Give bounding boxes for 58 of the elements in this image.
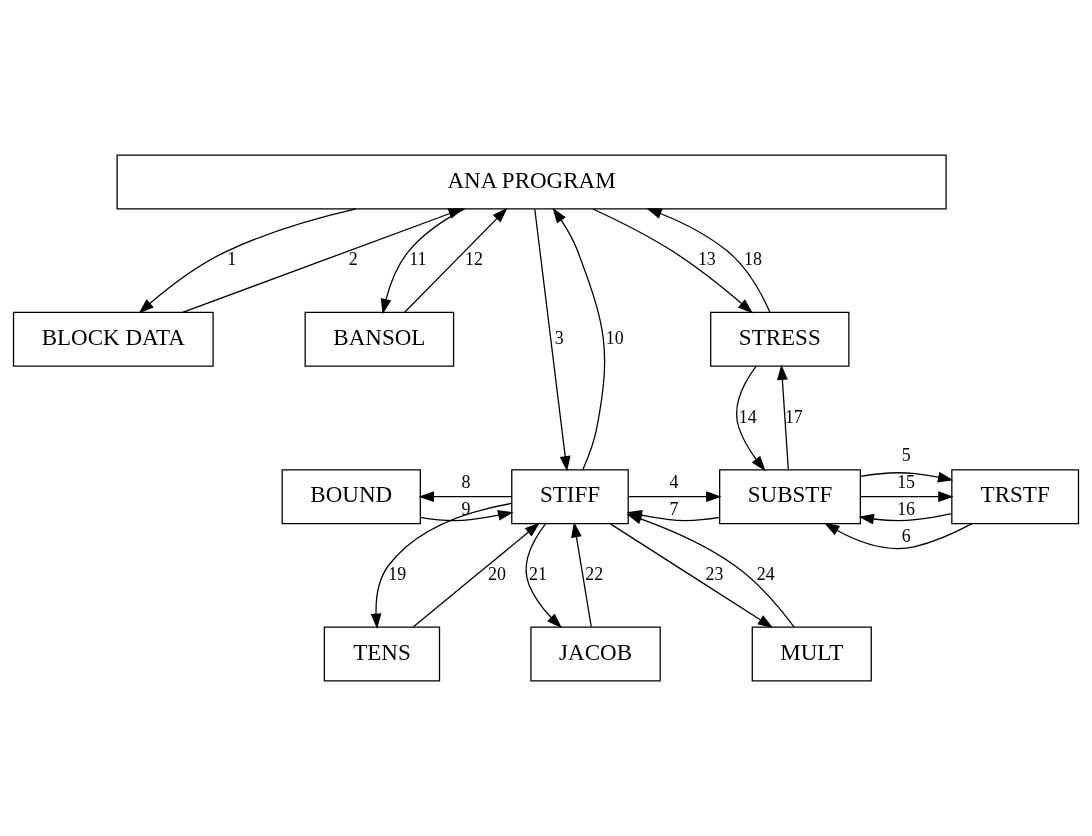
arrow	[627, 491, 722, 503]
arrow	[552, 207, 606, 471]
arrow	[182, 208, 464, 314]
arrow	[859, 471, 954, 483]
node-box: TENS	[323, 626, 441, 682]
node-box: ANA PROGRAM	[116, 154, 947, 210]
arrow	[860, 491, 954, 503]
edge-label: 4	[669, 471, 679, 492]
arrow	[646, 208, 771, 313]
arrow	[138, 208, 357, 314]
arrow	[370, 502, 513, 629]
edge-label: 18	[743, 249, 762, 270]
node-box: SUBSTF	[719, 469, 861, 525]
edge-label: 1	[227, 249, 237, 270]
edge-label: 15	[897, 471, 916, 492]
edge-label: 16	[897, 498, 916, 519]
edge-label: 7	[669, 498, 679, 519]
arrow	[419, 510, 514, 522]
edge-label: 17	[784, 406, 803, 427]
edge-label: 2	[348, 249, 358, 270]
edge-label: 13	[697, 249, 716, 270]
edge-label: 20	[488, 564, 507, 585]
arrow	[534, 208, 571, 472]
edge-label: 8	[461, 471, 471, 492]
arrow	[777, 364, 789, 471]
edge-label: 22	[585, 564, 604, 585]
node-box: STIFF	[511, 469, 629, 525]
node-box: BANSOL	[304, 311, 455, 367]
node-box: STRESS	[710, 311, 850, 367]
edge-label: 19	[388, 564, 407, 585]
arrow	[571, 521, 592, 628]
edge-label: 14	[738, 406, 757, 427]
arrow	[592, 208, 753, 314]
edge-label: 12	[465, 249, 483, 270]
node-box: JACOB	[530, 626, 661, 682]
arrow	[626, 513, 795, 628]
arrow	[525, 523, 562, 629]
edge-label: 10	[605, 328, 624, 349]
edge-label: 24	[756, 564, 775, 585]
edge-label: 6	[901, 525, 911, 546]
edge-label: 3	[554, 328, 564, 349]
node-box: BLOCK DATA	[12, 311, 214, 367]
arrow	[609, 523, 774, 629]
arrow	[418, 491, 513, 503]
arrow	[380, 208, 466, 315]
edge-label: 23	[705, 564, 724, 585]
node-box: MULT	[751, 626, 872, 682]
arrow	[404, 207, 508, 313]
edge-label: 11	[409, 249, 427, 270]
arrow	[736, 365, 766, 472]
node-box: TRSTF	[951, 469, 1080, 525]
edge-label: 5	[901, 445, 911, 466]
node-box: BOUND	[281, 469, 421, 525]
edge-label: 9	[461, 498, 471, 519]
arrow	[858, 512, 953, 525]
arrow	[412, 522, 540, 628]
edge-label: 21	[529, 564, 547, 585]
arrow	[824, 522, 973, 550]
